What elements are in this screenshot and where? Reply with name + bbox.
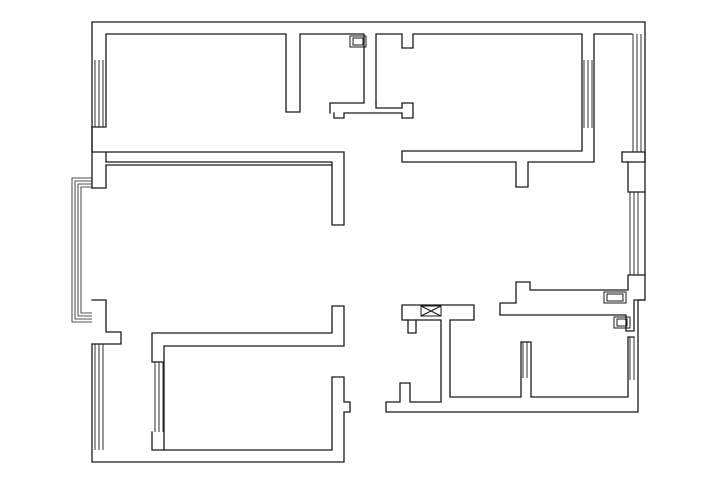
kitchen-wall-lower [499, 274, 646, 332]
window-icon [629, 192, 639, 275]
storage-room-walls [407, 319, 417, 334]
bathroom-partition [333, 102, 414, 119]
bay-window-icon [71, 177, 92, 323]
water-heater-icon [613, 316, 631, 329]
bathroom-top-walls [375, 33, 633, 188]
bedroom-top-left-walls [91, 33, 365, 128]
window-icon [94, 344, 104, 450]
bedroom-middle-left-lower [91, 164, 333, 189]
water-heater-icon [603, 291, 627, 304]
bedroom-middle-left-walls [91, 126, 345, 226]
window-icon [629, 337, 639, 380]
bedroom-middle-left-bottom [91, 299, 122, 345]
ventilation-shaft-icon [420, 305, 442, 317]
window-icon [522, 342, 528, 378]
window-icon [94, 60, 104, 127]
window-icon [154, 362, 164, 432]
bedroom-bottom-left-inner [151, 431, 165, 451]
window-icon [632, 34, 642, 152]
utility-room-walls [621, 151, 646, 163]
bedroom-bottom-left-walls [91, 305, 351, 463]
water-heater-icon [349, 35, 367, 48]
window-icon [583, 60, 593, 128]
